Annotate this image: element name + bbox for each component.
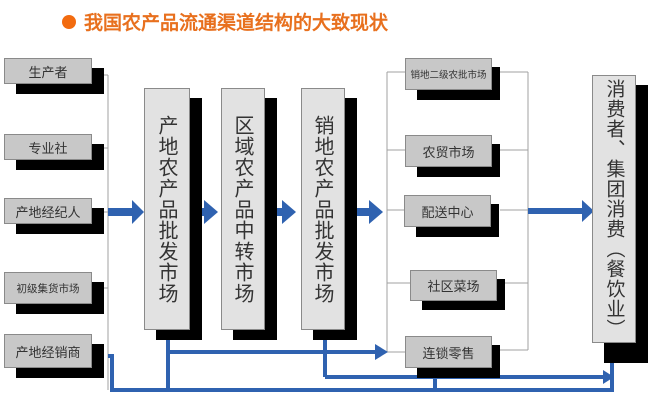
retail-community-market: 社区菜场	[410, 270, 505, 310]
arrow-to-consumer	[528, 200, 594, 222]
arrowhead-consumer-right	[603, 370, 614, 384]
destination-wholesale-market: 销地农产品批发市场	[301, 88, 361, 340]
consumer-box: 消费者、集团消费（餐饮业）	[592, 75, 650, 363]
origin-wholesale-market: 产地农产品批发市场	[144, 88, 204, 340]
regional-transit-market: 区域农产品中转市场	[221, 88, 281, 340]
source-primary-market: 初级集货市场	[4, 272, 104, 314]
arrow-to-origin-wholesale	[108, 200, 144, 224]
source-cooperative: 专业社	[4, 134, 104, 170]
source-producer: 生产者	[4, 58, 104, 94]
bus-dealer-to-consumer	[108, 354, 614, 392]
source-dealer: 产地经销商	[4, 334, 104, 378]
source-broker: 产地经纪人	[4, 198, 104, 234]
retail-secondary-wholesale: 销地二级农批市场	[405, 58, 500, 100]
bullet-icon	[62, 14, 76, 29]
retail-distribution-center: 配送中心	[404, 195, 499, 237]
arrowhead-chain-retail	[375, 344, 388, 360]
diagram-title: 我国农产品流通渠道结构的大致现状	[62, 8, 388, 35]
title-text: 我国农产品流通渠道结构的大致现状	[84, 12, 389, 34]
retail-chain-store: 连锁零售	[405, 336, 500, 378]
retail-farmers-market: 农贸市场	[405, 135, 500, 177]
arrow-to-retail	[345, 200, 383, 224]
